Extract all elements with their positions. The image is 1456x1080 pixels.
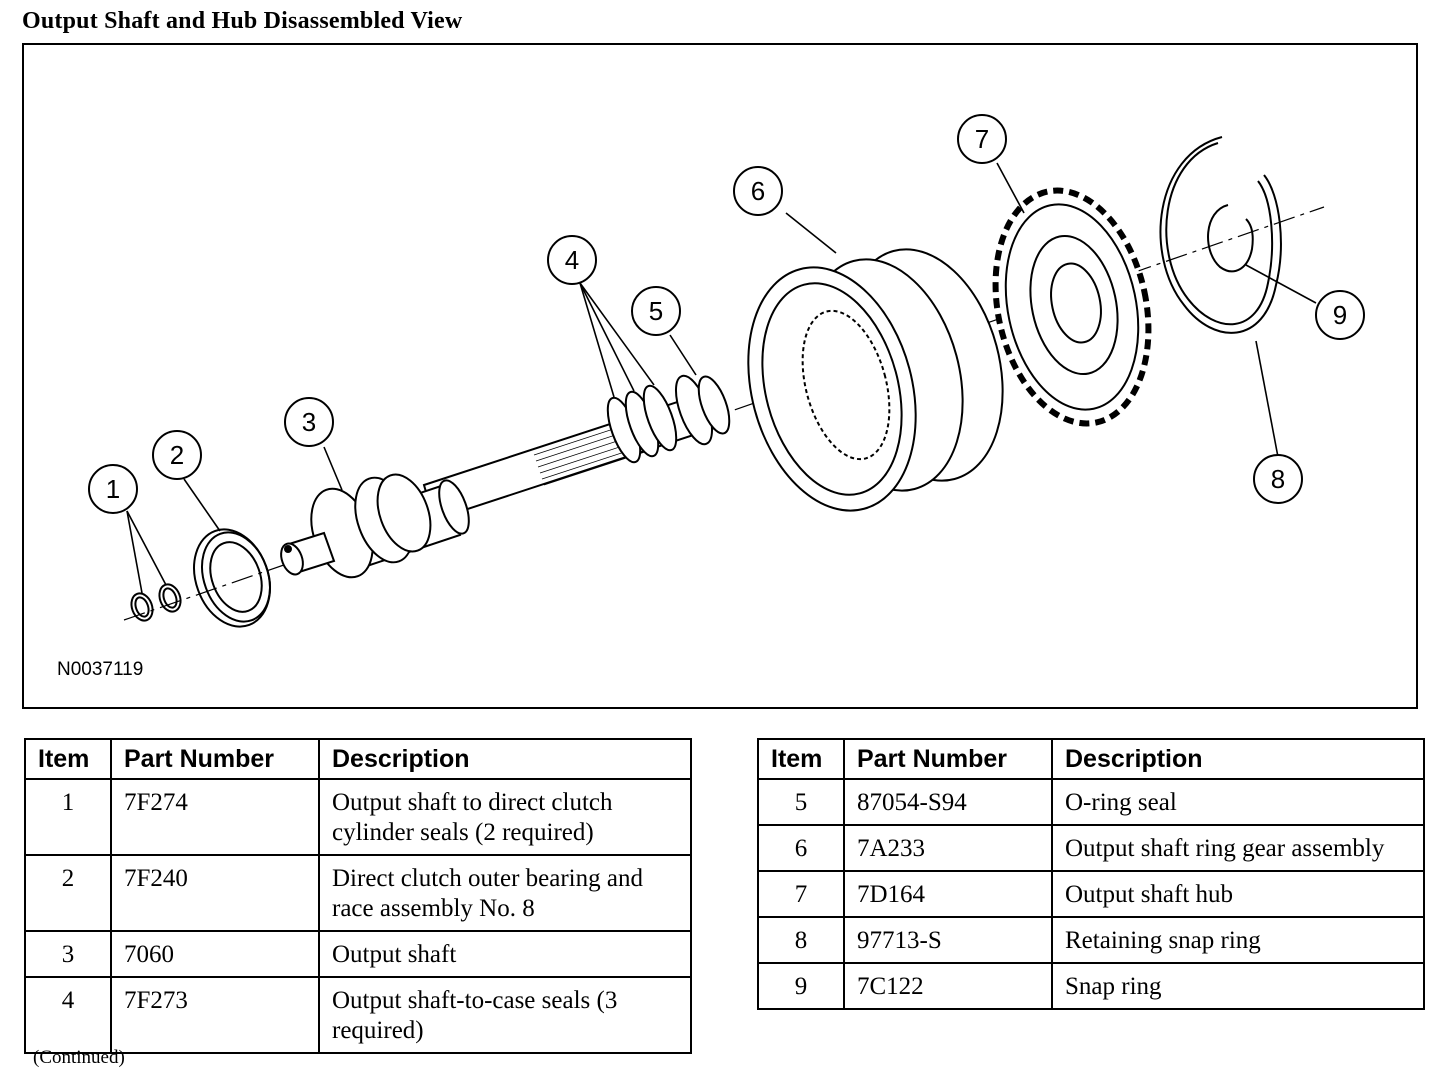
column-header-part-number: Part Number [843, 738, 1053, 780]
table-row: 9 7C122 Snap ring [757, 962, 1425, 1010]
cell-part-number: 97713-S [843, 916, 1053, 964]
cell-part-number: 7060 [110, 930, 320, 978]
table-header-row: Item Part Number Description [24, 738, 692, 780]
part-6-ring-gear [747, 248, 1004, 512]
table-row: 3 7060 Output shaft [24, 930, 692, 978]
table-row: 1 7F274 Output shaft to direct clutch cy… [24, 778, 692, 856]
callout-6: 6 [733, 166, 783, 216]
table-row: 4 7F273 Output shaft-to-case seals (3 re… [24, 976, 692, 1054]
page-title: Output Shaft and Hub Disassembled View [22, 8, 463, 34]
exploded-view-drawing: 1 2 3 4 5 6 7 8 9 [88, 114, 1365, 628]
callout-5: 5 [631, 286, 681, 336]
svg-text:7: 7 [975, 124, 989, 154]
column-header-part-number: Part Number [110, 738, 320, 780]
table-row: 6 7A233 Output shaft ring gear assembly [757, 824, 1425, 872]
cell-description: Output shaft hub [1051, 870, 1425, 918]
callout-7: 7 [957, 114, 1007, 164]
figure-id: N0037119 [57, 659, 144, 680]
svg-text:5: 5 [649, 296, 663, 326]
cell-description: Output shaft ring gear assembly [1051, 824, 1425, 872]
part-1-seals [130, 583, 182, 622]
cell-item: 3 [24, 930, 112, 978]
exploded-view-figure: 1 2 3 4 5 6 7 8 9 N0037119 [22, 43, 1418, 709]
part-2-bearing [193, 528, 271, 628]
cell-part-number: 7A233 [843, 824, 1053, 872]
cell-part-number: 7F274 [110, 778, 320, 856]
table-header-row: Item Part Number Description [757, 738, 1425, 780]
svg-text:9: 9 [1333, 300, 1347, 330]
callout-2: 2 [152, 430, 202, 480]
cell-part-number: 7D164 [843, 870, 1053, 918]
table-row: 5 87054-S94 O-ring seal [757, 778, 1425, 826]
cell-description: Output shaft-to-case seals (3 required) [318, 976, 692, 1054]
cell-description: O-ring seal [1051, 778, 1425, 826]
column-header-description: Description [318, 738, 692, 780]
leader-lines [126, 162, 1317, 594]
cell-description: Retaining snap ring [1051, 916, 1425, 964]
cell-item: 7 [757, 870, 845, 918]
cell-item: 1 [24, 778, 112, 856]
cell-description: Snap ring [1051, 962, 1425, 1010]
callout-3: 3 [284, 397, 334, 447]
callout-4: 4 [547, 235, 597, 285]
callout-9: 9 [1315, 290, 1365, 340]
cell-item: 2 [24, 854, 112, 932]
parts-table-left: Item Part Number Description 1 7F274 Out… [24, 738, 692, 1054]
cell-description: Direct clutch outer bearing and race ass… [318, 854, 692, 932]
callout-1: 1 [88, 464, 138, 514]
cell-description: Output shaft [318, 930, 692, 978]
svg-text:1: 1 [106, 474, 120, 504]
svg-text:6: 6 [751, 176, 765, 206]
column-header-description: Description [1051, 738, 1425, 780]
cell-item: 5 [757, 778, 845, 826]
part-8-retaining-ring [1159, 136, 1282, 334]
cell-item: 8 [757, 916, 845, 964]
cell-item: 4 [24, 976, 112, 1054]
table-row: 8 97713-S Retaining snap ring [757, 916, 1425, 964]
part-9-snap-ring [1207, 204, 1254, 273]
column-header-item: Item [24, 738, 112, 780]
svg-text:4: 4 [565, 245, 579, 275]
cell-part-number: 7F273 [110, 976, 320, 1054]
cell-description: Output shaft to direct clutch cylinder s… [318, 778, 692, 856]
cell-part-number: 7F240 [110, 854, 320, 932]
cell-part-number: 87054-S94 [843, 778, 1053, 826]
column-header-item: Item [757, 738, 845, 780]
cell-item: 9 [757, 962, 845, 1010]
table-row: 2 7F240 Direct clutch outer bearing and … [24, 854, 692, 932]
callout-8: 8 [1253, 454, 1303, 504]
continued-note: (Continued) [33, 1047, 125, 1068]
parts-table-right: Item Part Number Description 5 87054-S94… [757, 738, 1425, 1010]
svg-text:8: 8 [1271, 464, 1285, 494]
svg-text:2: 2 [170, 440, 184, 470]
svg-text:3: 3 [302, 407, 316, 437]
cell-part-number: 7C122 [843, 962, 1053, 1010]
part-3-output-shaft [280, 374, 731, 579]
cell-item: 6 [757, 824, 845, 872]
table-row: 7 7D164 Output shaft hub [757, 870, 1425, 918]
part-7-hub [992, 187, 1152, 427]
